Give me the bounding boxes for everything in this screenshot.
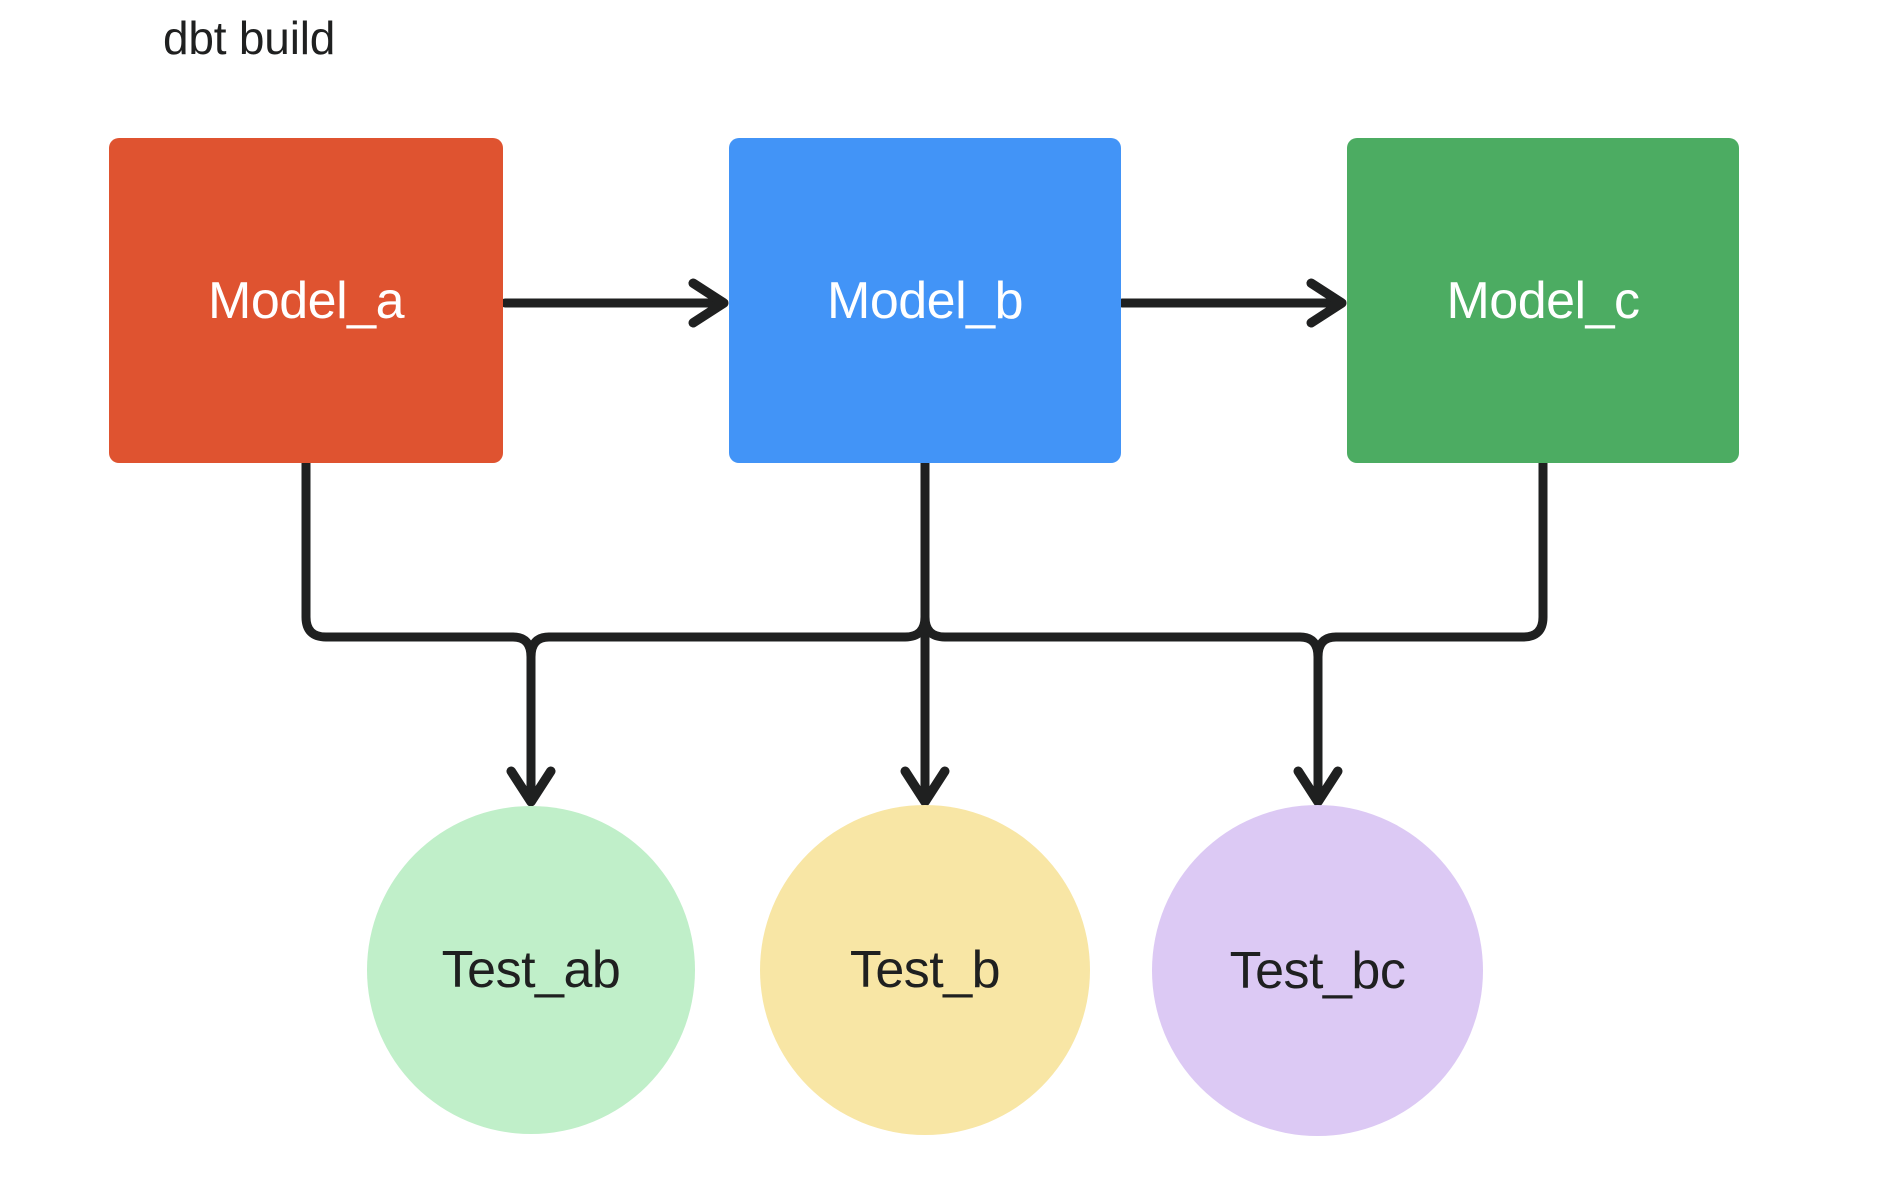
node-test-bc-label: Test_bc [1229, 941, 1406, 1000]
node-model-b-label: Model_b [827, 271, 1023, 330]
edge-model-c-test-bc [1313, 458, 1548, 805]
node-model-a-label: Model_a [208, 271, 404, 330]
node-test-b[interactable]: Test_b [760, 805, 1090, 1135]
node-model-b[interactable]: Model_b [729, 138, 1121, 463]
node-test-ab[interactable]: Test_ab [367, 806, 695, 1134]
node-model-c-label: Model_c [1446, 271, 1640, 330]
node-test-b-label: Test_b [849, 941, 1001, 999]
edge-model-b-test-ab [526, 458, 930, 805]
edge-model-b-test-bc [920, 458, 1343, 807]
node-test-bc[interactable]: Test_bc [1152, 805, 1483, 1136]
edge-model-a-test-ab [301, 458, 556, 807]
node-model-c[interactable]: Model_c [1347, 138, 1739, 463]
node-model-a[interactable]: Model_a [109, 138, 503, 463]
diagram-title: dbt build [163, 12, 336, 64]
node-test-ab-label: Test_ab [441, 941, 621, 999]
